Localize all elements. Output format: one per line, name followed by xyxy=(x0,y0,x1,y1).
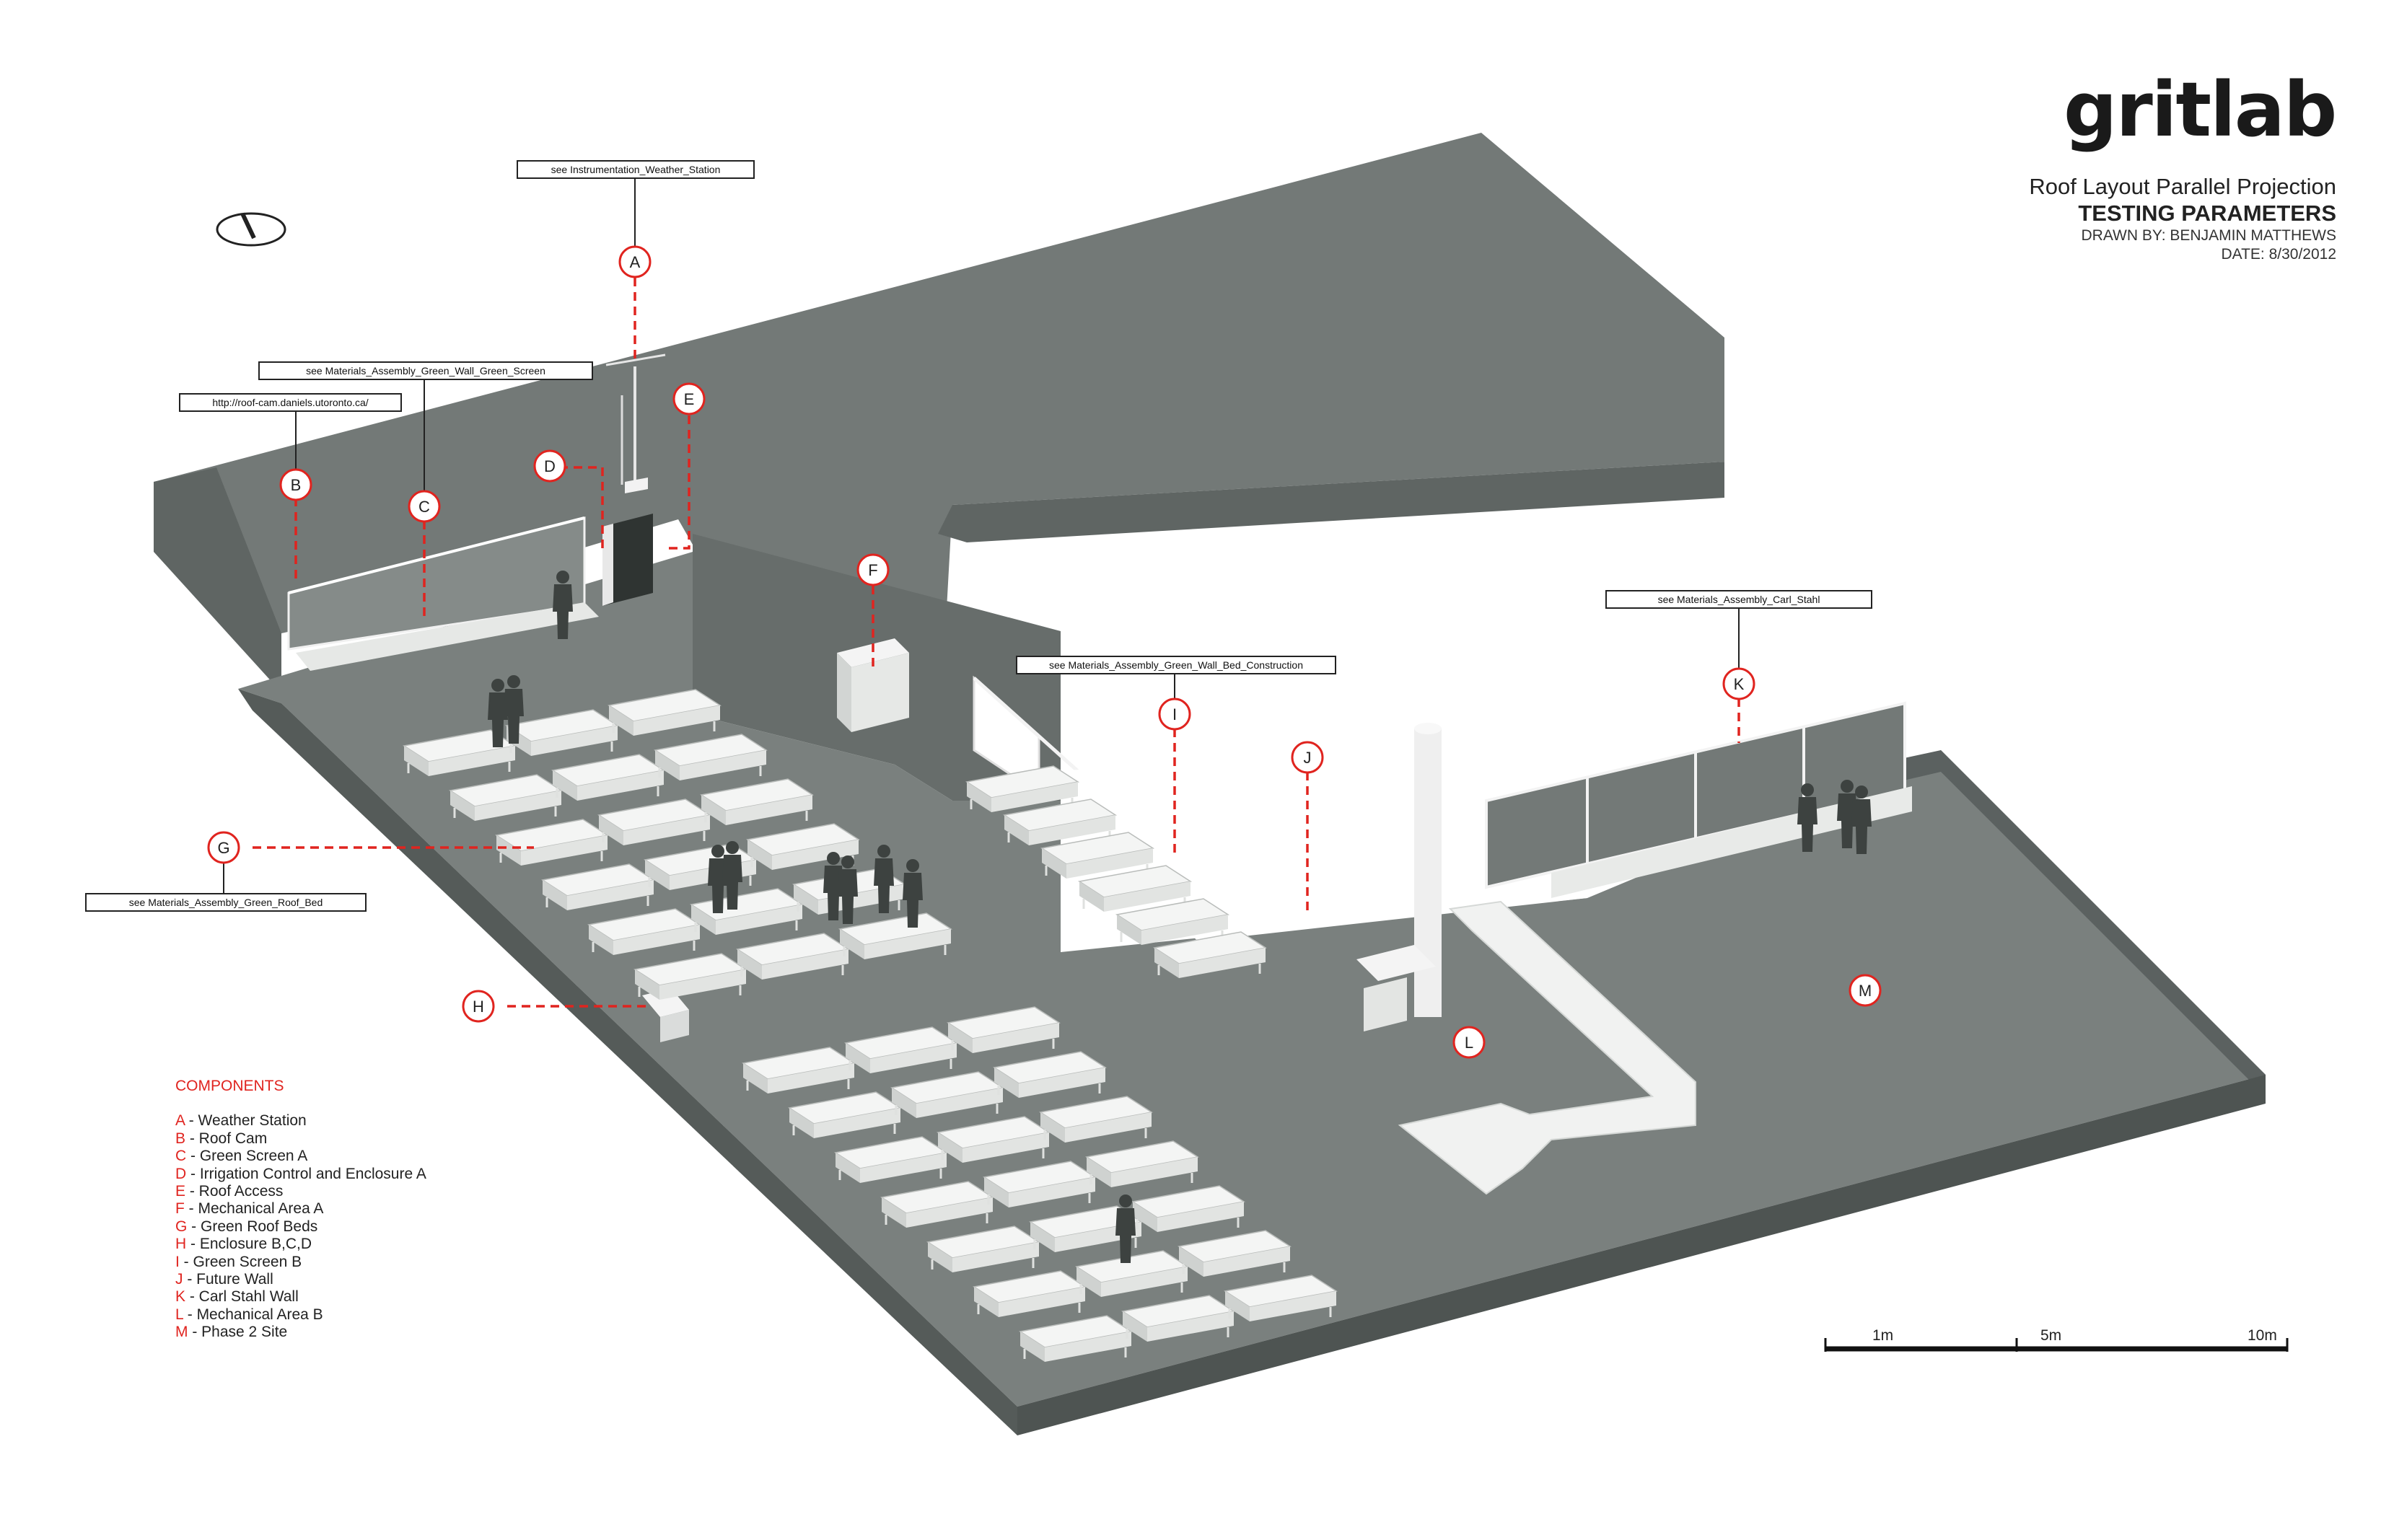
bulkhead-left-wall xyxy=(154,467,281,692)
mechanical-box-a xyxy=(837,638,909,732)
legend-item: H - Enclosure B,C,D xyxy=(175,1236,426,1253)
callout-l: L xyxy=(1452,1026,1486,1059)
svg-text:J: J xyxy=(1304,749,1312,767)
svg-text:E: E xyxy=(684,390,695,408)
green-screen-a xyxy=(287,516,599,671)
legend-key: J xyxy=(175,1271,183,1288)
legend-key: I xyxy=(175,1253,180,1270)
ref-green-wall-bed: see Materials_Assembly_Green_Wall_Bed_Co… xyxy=(1016,656,1336,674)
legend-item: I - Green Screen B xyxy=(175,1254,426,1271)
legend-label: - Enclosure B,C,D xyxy=(186,1236,312,1253)
legend-key: H xyxy=(175,1236,187,1253)
brand-logo: gritlab xyxy=(2064,66,2337,154)
svg-text:K: K xyxy=(1734,675,1745,693)
legend-item: G - Green Roof Beds xyxy=(175,1218,426,1236)
legend-key: F xyxy=(175,1200,185,1218)
legend-label: - Roof Access xyxy=(185,1183,284,1200)
scale-label-5m: 5m xyxy=(2040,1327,2061,1344)
roof-access-door xyxy=(602,514,653,606)
scale-bar: 1m 5m 10m xyxy=(1824,1327,2289,1352)
legend-key: A xyxy=(175,1112,185,1130)
legend-label: - Mechanical Area B xyxy=(183,1306,323,1323)
drawing-title: Roof Layout Parallel Projection xyxy=(2029,174,2336,199)
legend-item: B - Roof Cam xyxy=(175,1130,426,1148)
svg-text:L: L xyxy=(1465,1034,1473,1052)
svg-text:H: H xyxy=(473,998,484,1016)
ref-carl-stahl: see Materials_Assembly_Carl_Stahl xyxy=(1605,590,1872,609)
legend-key: G xyxy=(175,1218,188,1235)
callout-g: G xyxy=(207,831,240,864)
weather-station-mast xyxy=(605,353,666,493)
drawn-by: DRAWN BY: BENJAMIN MATTHEWS xyxy=(2081,227,2336,244)
roof-deck-left-face xyxy=(238,689,1017,1435)
legend-label: - Future Wall xyxy=(183,1271,273,1288)
legend-label: - Green Screen B xyxy=(179,1253,302,1270)
svg-text:M: M xyxy=(1859,982,1872,1000)
callout-i: I xyxy=(1158,698,1191,731)
scale-label-10m: 10m xyxy=(2248,1327,2277,1344)
callout-e: E xyxy=(672,382,706,415)
scale-label-1m: 1m xyxy=(1872,1327,1893,1344)
callout-f: F xyxy=(856,553,890,586)
legend-key: L xyxy=(175,1306,183,1323)
svg-text:A: A xyxy=(630,253,641,271)
leader-lines xyxy=(223,177,1740,1008)
mechanical-area-b xyxy=(1356,723,1696,1195)
callout-d: D xyxy=(533,449,566,483)
legend-key: C xyxy=(175,1148,187,1165)
drawing-subtitle: TESTING PARAMETERS xyxy=(2078,201,2336,226)
callout-a: A xyxy=(618,245,652,278)
ref-green-screen: see Materials_Assembly_Green_Wall_Green_… xyxy=(258,361,593,380)
legend-label: - Green Screen A xyxy=(186,1148,308,1165)
ref-weather-station: see Instrumentation_Weather_Station xyxy=(517,160,755,179)
callouts: A B C D E F G H I J K L M xyxy=(207,245,1882,1059)
legend-key: B xyxy=(175,1130,186,1147)
callout-m: M xyxy=(1849,974,1882,1007)
callout-k: K xyxy=(1722,667,1755,700)
ref-green-roof-bed: see Materials_Assembly_Green_Roof_Bed xyxy=(85,893,367,912)
legend-item: F - Mechanical Area A xyxy=(175,1200,426,1218)
callout-j: J xyxy=(1291,741,1324,774)
legend-item: C - Green Screen A xyxy=(175,1148,426,1165)
legend-item: E - Roof Access xyxy=(175,1183,426,1200)
legend-label: - Phase 2 Site xyxy=(188,1324,288,1341)
legend-label: - Carl Stahl Wall xyxy=(185,1288,299,1306)
legend-item: J - Future Wall xyxy=(175,1271,426,1288)
legend-label: - Weather Station xyxy=(184,1112,307,1130)
legend-key: M xyxy=(175,1324,188,1341)
svg-text:B: B xyxy=(291,476,302,494)
legend-label: - Irrigation Control and Enclosure A xyxy=(186,1165,426,1182)
legend-item: D - Irrigation Control and Enclosure A xyxy=(175,1166,426,1183)
legend-title: COMPONENTS xyxy=(175,1078,284,1094)
legend-key: K xyxy=(175,1288,186,1306)
legend-label: - Green Roof Beds xyxy=(187,1218,318,1235)
svg-text:I: I xyxy=(1172,705,1177,723)
svg-text:C: C xyxy=(418,498,430,516)
legend-item: K - Carl Stahl Wall xyxy=(175,1288,426,1306)
legend-item: M - Phase 2 Site xyxy=(175,1324,426,1341)
callout-h: H xyxy=(462,990,495,1023)
legend-label: - Mechanical Area A xyxy=(184,1200,324,1218)
legend-key: D xyxy=(175,1165,187,1182)
title-block: Roof Layout Parallel Projection TESTING … xyxy=(2029,173,2336,264)
ref-roof-cam: http://roof-cam.daniels.utoronto.ca/ xyxy=(179,393,402,412)
legend-label: - Roof Cam xyxy=(185,1130,268,1147)
svg-text:G: G xyxy=(217,839,229,857)
carl-stahl-wall xyxy=(1485,701,1912,898)
bulkhead-right-face xyxy=(938,338,1724,542)
north-arrow xyxy=(216,212,286,247)
bulkhead-top xyxy=(154,133,1724,635)
svg-text:F: F xyxy=(868,561,877,579)
callout-c: C xyxy=(408,490,441,523)
callout-b: B xyxy=(279,468,312,501)
legend-item: L - Mechanical Area B xyxy=(175,1306,426,1324)
drawing-date: DATE: 8/30/2012 xyxy=(2221,246,2336,263)
legend-key: E xyxy=(175,1183,186,1200)
roof-deck-front-face xyxy=(1017,1075,2266,1435)
legend-item: A - Weather Station xyxy=(175,1112,426,1130)
svg-text:D: D xyxy=(544,457,556,475)
